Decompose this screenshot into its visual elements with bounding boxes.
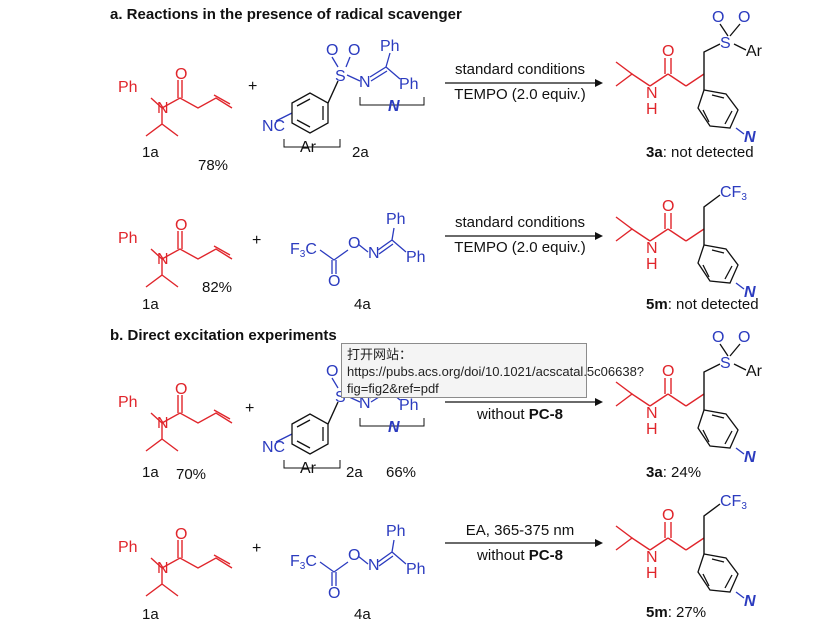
plus-sign-row2: +	[252, 232, 262, 249]
reagent-2a-structure	[261, 37, 425, 157]
reaction-arrow-row3	[445, 398, 603, 406]
reagent-label-row3: 2a	[346, 464, 363, 481]
reactant-1a-structure	[117, 65, 233, 137]
condition-top-row4: EA, 365-375 nm	[465, 522, 575, 539]
section-a-title: a. Reactions in the presence of radical …	[110, 6, 462, 23]
reactant-yield-row2: 82%	[202, 279, 233, 296]
plus-sign-row3: +	[245, 400, 255, 417]
condition-bottom-row3: without PC-8	[477, 406, 563, 423]
reactant-1a-structure-row3	[117, 380, 233, 452]
condition-bottom-row2: TEMPO (2.0 equiv.)	[454, 239, 586, 256]
plus-sign-row4: +	[252, 540, 262, 557]
reactant-yield: 78%	[198, 157, 229, 174]
reactant-1a-structure-row4	[117, 525, 233, 597]
reactant-label-row3: 1a	[142, 464, 159, 481]
reaction-arrow	[445, 79, 603, 87]
product-label-row3: 3a: 24%	[646, 464, 702, 481]
section-b-title: b. Direct excitation experiments	[110, 327, 337, 344]
product-label-row1: 3a: not detected	[646, 144, 754, 161]
reactant-label-row2: 1a	[142, 296, 159, 313]
condition-bottom-row4: without PC-8	[477, 547, 563, 564]
reagent-label: 2a	[352, 144, 369, 161]
url-tooltip: 打开网站：https://pubs.acs.org/doi/10.1021/ac…	[341, 343, 644, 398]
reagent-4a-structure	[289, 210, 427, 291]
reagent-label-row4: 4a	[354, 606, 371, 623]
reactant-yield-row3: 70%	[176, 466, 207, 483]
condition-top-row2: standard conditions	[454, 214, 586, 231]
plus-sign: +	[248, 78, 258, 95]
reagent-4a-structure-row4	[289, 522, 427, 603]
condition-top: standard conditions	[454, 61, 586, 78]
condition-bottom: TEMPO (2.0 equiv.)	[454, 86, 586, 103]
product-5m-structure-row4	[615, 492, 757, 611]
reactant-label: 1a	[142, 144, 159, 161]
product-label-row2: 5m: not detected	[646, 296, 759, 313]
reagent-yield-row3: 66%	[386, 464, 417, 481]
reactant-label-row4: 1a	[142, 606, 159, 623]
product-label-row4: 5m: 27%	[646, 604, 707, 621]
product-3a-structure	[615, 8, 764, 147]
reaction-arrow-row4	[445, 539, 603, 547]
reagent-label-row2: 4a	[354, 296, 371, 313]
reaction-arrow-row2	[445, 232, 603, 240]
product-5m-structure	[615, 183, 757, 302]
